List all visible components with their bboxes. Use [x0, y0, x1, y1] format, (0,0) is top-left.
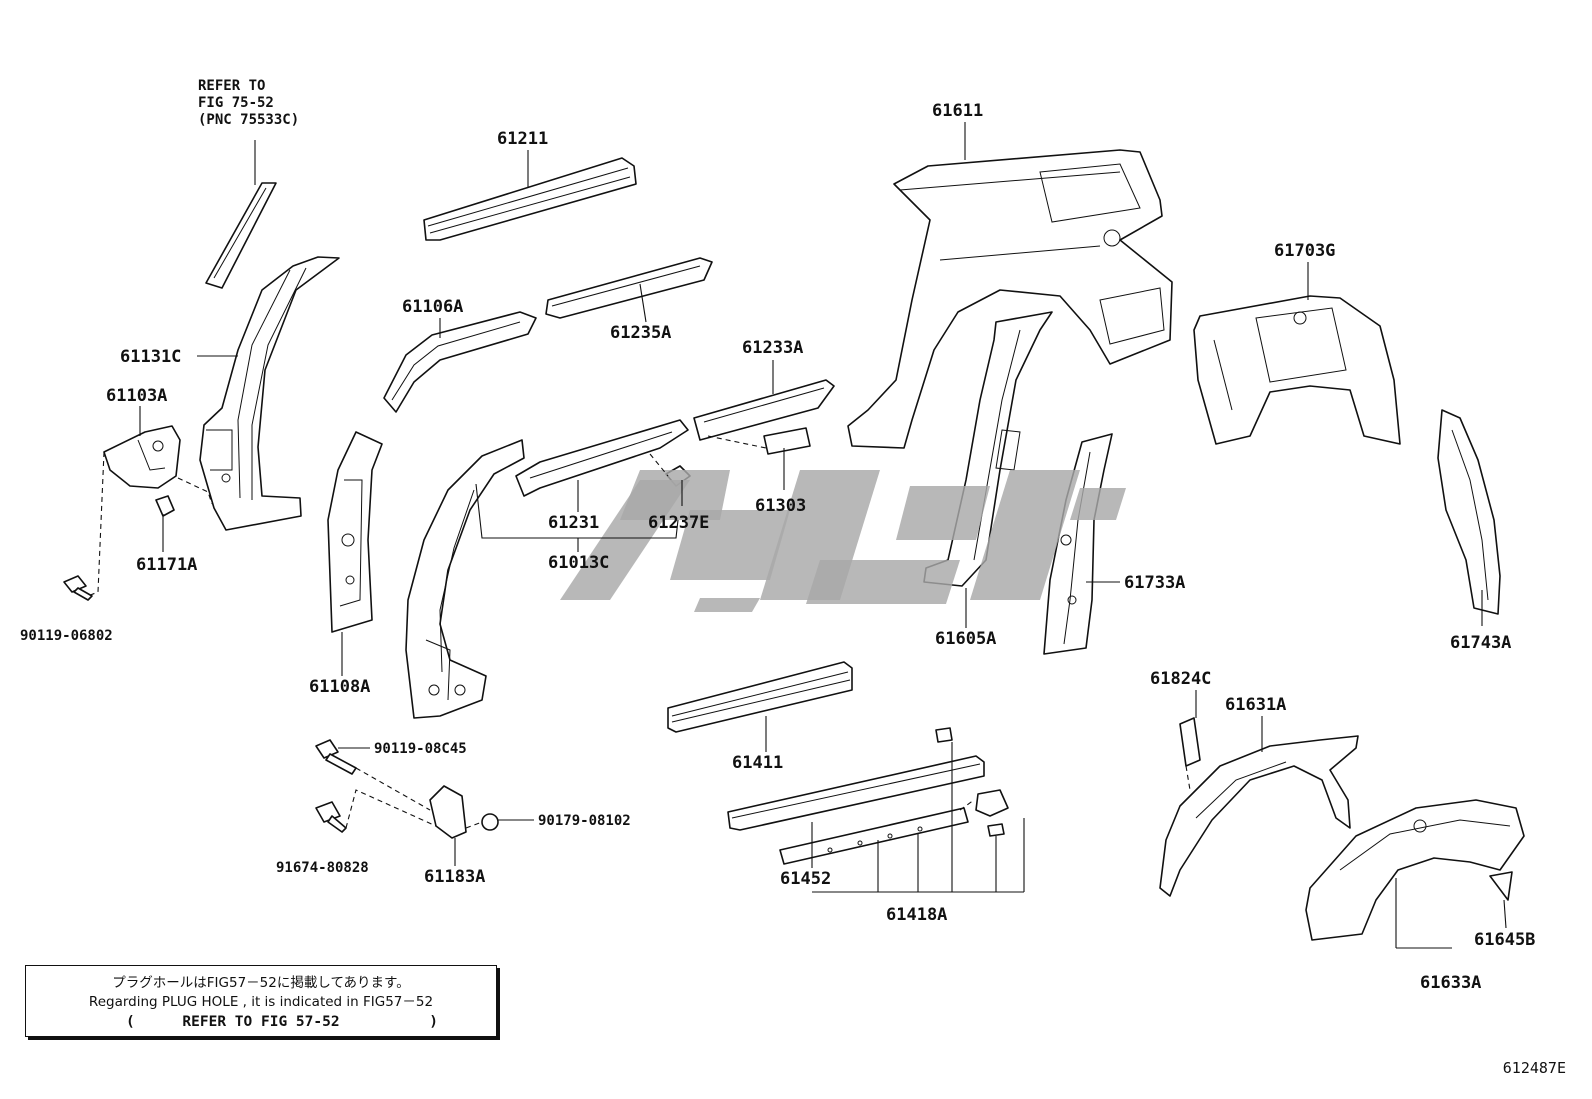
refer-to-note: REFER TO FIG 75-52 (PNC 75533C)	[198, 78, 299, 128]
label-61108a: 61108A	[309, 677, 370, 697]
label-61237e: 61237E	[648, 513, 709, 533]
refer-note-line-3: (PNC 75533C)	[198, 112, 299, 128]
figure-code: 612487E	[1502, 1059, 1566, 1077]
part-61103a-bracket	[103, 425, 181, 489]
part-90119-06802-bolt	[63, 575, 93, 601]
label-61645b: 61645B	[1474, 930, 1535, 950]
part-61631a-liner	[1159, 735, 1359, 897]
part-61235a-rail	[545, 257, 713, 319]
label-61411: 61411	[732, 753, 783, 773]
note-open-paren: (	[126, 1014, 135, 1030]
note-japanese-line: プラグホールはFIG57－52に掲載してあります。	[112, 975, 410, 991]
label-61171a: 61171A	[136, 555, 197, 575]
part-labels: 61211 61611 61106A 61235A 61703G 61131C …	[20, 101, 1535, 993]
label-90119-08c45: 90119-08C45	[374, 741, 467, 757]
part-61703g-panel	[1193, 295, 1401, 445]
note-close-paren: )	[429, 1014, 438, 1030]
part-61418a-rocker	[727, 727, 1009, 865]
label-61703g: 61703G	[1274, 241, 1335, 261]
note-refer-line: ( REFER TO FIG 57-52 )	[26, 1014, 496, 1030]
label-61733a: 61733A	[1124, 573, 1185, 593]
part-61824c-pad	[1179, 717, 1201, 767]
part-61171a-clip	[155, 495, 175, 517]
label-90119-06802: 90119-06802	[20, 628, 113, 644]
label-61013c: 61013C	[548, 553, 609, 573]
dashed-lines	[87, 435, 1191, 829]
label-61183a: 61183A	[424, 867, 485, 887]
part-61231-reinforcement	[515, 419, 689, 497]
refer-note-line-1: REFER TO	[198, 78, 265, 94]
label-61231: 61231	[548, 513, 599, 533]
part-61233a-rail	[693, 379, 835, 441]
note-refer-text: REFER TO FIG 57-52	[182, 1014, 340, 1030]
label-61235a: 61235A	[610, 323, 671, 343]
part-61211-roof-rail	[423, 157, 637, 241]
label-61103a: 61103A	[106, 386, 167, 406]
label-61131c: 61131C	[120, 347, 181, 367]
label-61452: 61452	[780, 869, 831, 889]
leader-lines	[139, 122, 1507, 949]
part-61131c-front-pillar	[199, 256, 340, 531]
part-61411-rocker	[667, 661, 853, 733]
label-61743a: 61743A	[1450, 633, 1511, 653]
label-90179-08102: 90179-08102	[538, 813, 631, 829]
part-75533c-molding	[205, 182, 277, 289]
label-61605a: 61605A	[935, 629, 996, 649]
label-61824c: 61824C	[1150, 669, 1211, 689]
part-61743a-panel	[1437, 409, 1501, 615]
label-61106a: 61106A	[402, 297, 463, 317]
part-61611-quarter-panel	[847, 149, 1173, 449]
label-61233a: 61233A	[742, 338, 803, 358]
part-61303-reinforcement	[763, 427, 811, 455]
part-61013c-side-outer	[405, 439, 525, 719]
part-61633a-liner	[1305, 799, 1525, 941]
label-61303: 61303	[755, 496, 806, 516]
label-91674-80828: 91674-80828	[276, 860, 369, 876]
note-english-line: Regarding PLUG HOLE , it is indicated in…	[88, 994, 434, 1010]
label-61633a: 61633A	[1420, 973, 1481, 993]
label-61611: 61611	[932, 101, 983, 121]
part-61183a-bracket	[315, 739, 499, 839]
refer-note-line-2: FIG 75-52	[198, 95, 274, 111]
part-61106a-reinforcement	[383, 311, 537, 413]
plug-hole-note: プラグホールはFIG57－52に掲載してあります。 Regarding PLUG…	[25, 965, 497, 1037]
label-61418a: 61418A	[886, 905, 947, 925]
part-61108a-pillar	[327, 431, 383, 633]
watermark-logo	[560, 470, 1126, 612]
label-61211: 61211	[497, 129, 548, 149]
label-61631a: 61631A	[1225, 695, 1286, 715]
